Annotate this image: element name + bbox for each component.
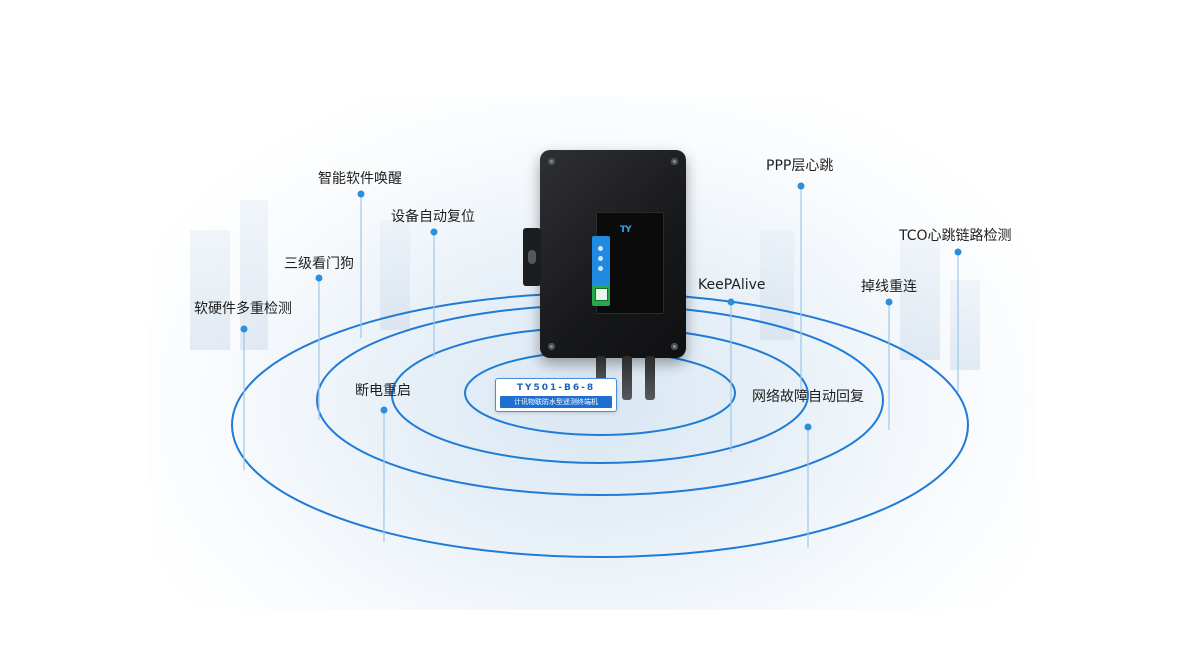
- feature-label: PPP层心跳: [766, 158, 834, 174]
- leader-dot: [240, 325, 248, 333]
- led-indicator: [598, 256, 603, 261]
- leader-dot: [727, 298, 735, 306]
- leader-dot: [797, 182, 805, 190]
- sensor-cable: [622, 356, 632, 400]
- background-building: [240, 200, 268, 350]
- antenna-cable: [596, 356, 606, 384]
- feature-label: 掉线重连: [861, 279, 917, 295]
- leader-dot: [315, 274, 323, 282]
- background-building: [760, 230, 794, 340]
- status-led-strip: [592, 236, 610, 306]
- product-description: 计讯物联防水型遥测终端机: [500, 396, 612, 408]
- feature-label: KeePAlive: [698, 277, 766, 293]
- feature-label: 智能软件唤醒: [318, 171, 402, 187]
- bracket-hole: [528, 250, 536, 264]
- product-model: TY501-B6-8: [516, 383, 596, 393]
- led-indicator: [598, 246, 603, 251]
- brand-logo: TY: [620, 225, 632, 235]
- background-building: [380, 220, 410, 330]
- leader-dot: [954, 248, 962, 256]
- feature-label: 软硬件多重检测: [194, 301, 292, 317]
- screw: [548, 343, 555, 350]
- sensor-cable: [645, 356, 655, 400]
- leader-dot: [357, 190, 365, 198]
- product-label: TY501-B6-8 计讯物联防水型遥测终端机: [495, 378, 617, 412]
- screw: [548, 158, 555, 165]
- feature-label: 三级看门狗: [284, 256, 354, 272]
- leader-dot: [430, 228, 438, 236]
- background-building: [900, 240, 940, 360]
- qr-code: [595, 288, 608, 301]
- leader-dot: [804, 423, 812, 431]
- leader-dot: [380, 406, 388, 414]
- screw: [671, 343, 678, 350]
- feature-label: 设备自动复位: [391, 209, 475, 225]
- feature-label: 网络故障自动回复: [752, 389, 864, 405]
- leader-dot: [885, 298, 893, 306]
- background-building: [950, 280, 980, 370]
- screw: [671, 158, 678, 165]
- device-image: TY: [523, 150, 686, 358]
- mounting-bracket: [523, 228, 541, 286]
- feature-label: 断电重启: [355, 383, 411, 399]
- background-building: [190, 230, 230, 350]
- feature-label: TCO心跳链路检测: [899, 228, 1012, 244]
- led-indicator: [598, 266, 603, 271]
